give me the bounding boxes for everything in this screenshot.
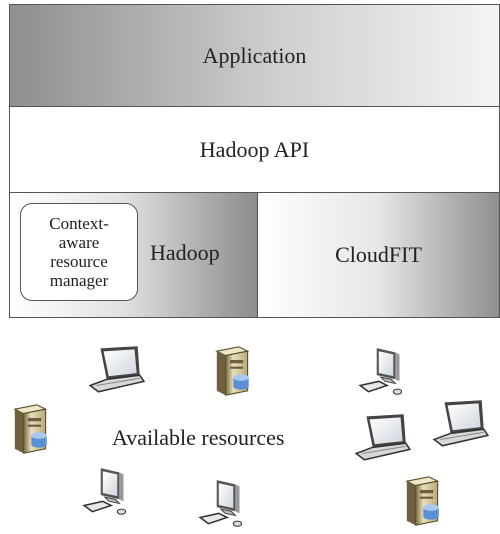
crm-line-4: manager <box>49 271 109 290</box>
server-icon <box>208 344 252 398</box>
cloudfit-layer: CloudFIT <box>258 192 500 318</box>
server-icon <box>398 474 442 528</box>
desktop-icon <box>356 346 414 398</box>
hadoop-api-layer: Hadoop API <box>9 106 500 192</box>
application-layer: Application <box>9 4 500 106</box>
laptop-icon <box>86 344 148 394</box>
hadoop-label: Hadoop <box>150 240 220 265</box>
crm-line-2: aware <box>58 233 100 252</box>
crm-line-1: Context- <box>49 214 109 233</box>
laptop-icon <box>430 398 492 448</box>
hadoop-api-label: Hadoop API <box>199 136 310 162</box>
application-label: Application <box>202 42 307 68</box>
server-icon <box>6 402 50 456</box>
context-aware-resource-manager: Context- aware resource manager <box>20 203 138 301</box>
laptop-icon <box>352 412 414 462</box>
cloudfit-label: CloudFIT <box>335 242 422 267</box>
available-resources-label: Available resources <box>112 425 285 450</box>
desktop-icon <box>196 478 254 530</box>
crm-line-3: resource <box>50 252 108 271</box>
desktop-icon <box>80 466 138 518</box>
